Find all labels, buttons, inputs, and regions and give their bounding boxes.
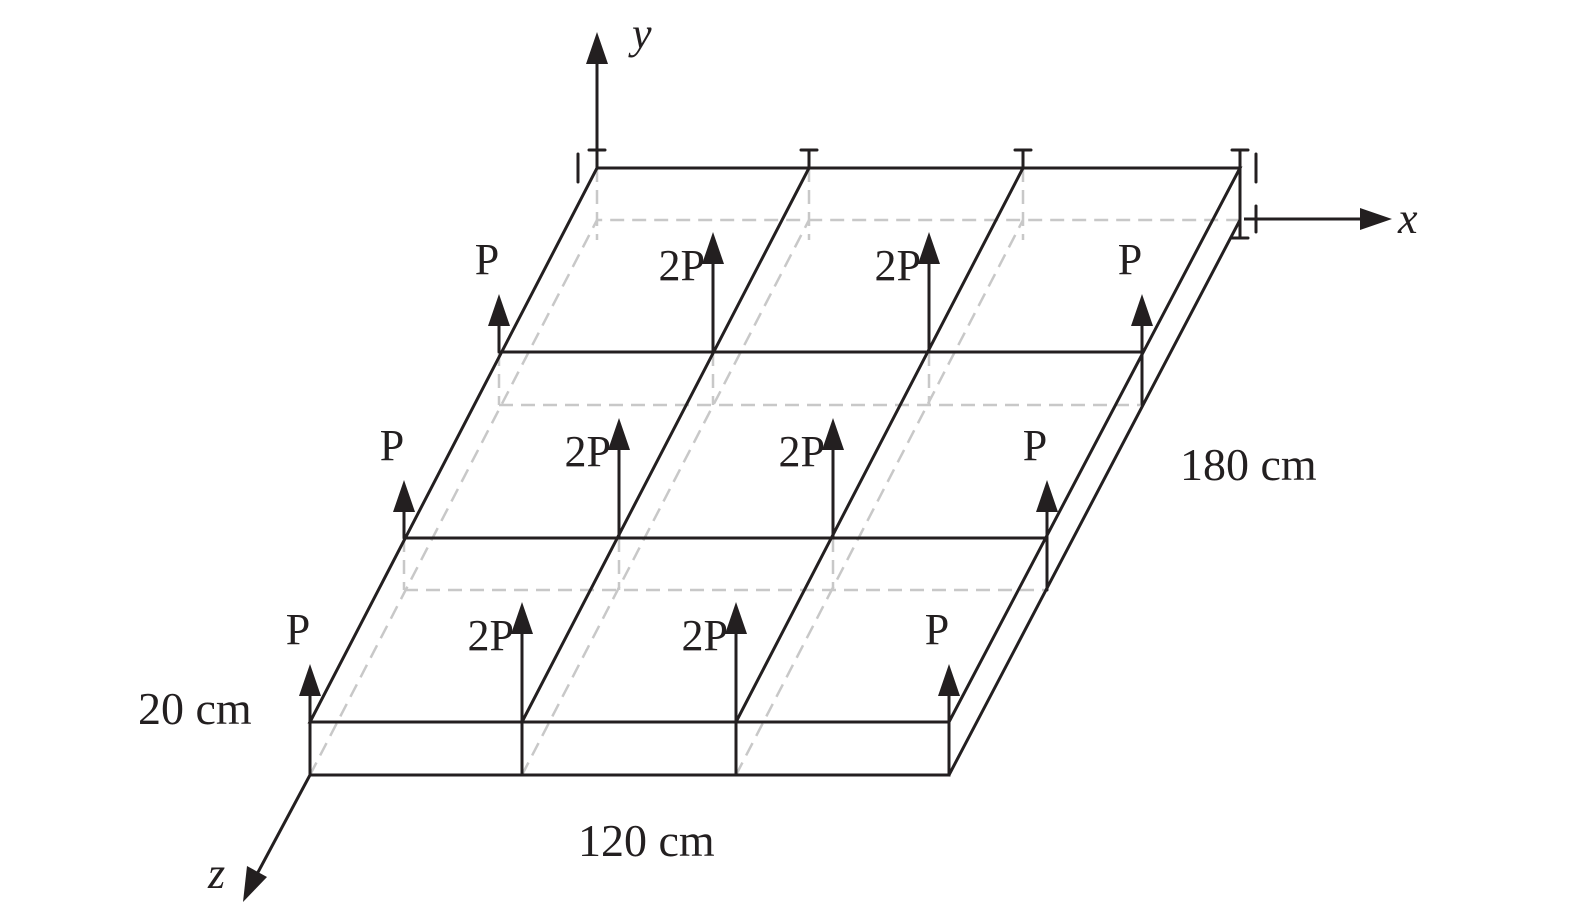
load-arrowhead [1131, 294, 1153, 326]
plate-outline [307, 166, 1243, 777]
hidden-back-bottom-edge [308, 218, 1240, 776]
load-arrowhead [702, 232, 724, 264]
z-axis-line [254, 774, 312, 877]
hidden-grid-line-z1 [520, 219, 811, 776]
axes: y x z [207, 9, 1418, 902]
load-label-2p: 2P [779, 427, 825, 476]
load-arrowhead [1036, 480, 1058, 512]
load-label-p: P [925, 605, 949, 654]
load-label-p: P [286, 605, 310, 654]
load-arrowhead [511, 602, 533, 634]
load-arrowhead [393, 480, 415, 512]
dimension-thickness-label: 20 cm [138, 683, 252, 734]
load-arrowhead [918, 232, 940, 264]
hidden-bottom-grid [308, 168, 1240, 776]
load-label-2p: 2P [468, 611, 514, 660]
load-arrowhead [938, 664, 960, 696]
dimension-labels: 120 cm 180 cm 20 cm [138, 439, 1317, 866]
z-axis-arrowhead [243, 866, 267, 902]
load-label-2p: 2P [875, 241, 921, 290]
grid-line-z2 [734, 166, 1025, 724]
load-label-p: P [1118, 235, 1142, 284]
load-arrowhead [299, 664, 321, 696]
load-label-2p: 2P [659, 241, 705, 290]
load-arrowhead [608, 418, 630, 450]
load-label-2p: 2P [565, 427, 611, 476]
plate-top-face [307, 166, 1243, 724]
load-arrows: P 2P 2P P P 2P 2P P P 2P 2P P [286, 232, 1153, 722]
load-arrowhead [488, 294, 510, 326]
load-arrowhead [822, 418, 844, 450]
y-axis-arrowhead [586, 32, 608, 64]
grid-line-z1 [520, 166, 811, 724]
load-label-p: P [475, 235, 499, 284]
load-arrowhead [725, 602, 747, 634]
load-label-p: P [1023, 421, 1047, 470]
dimension-length-label: 180 cm [1180, 439, 1317, 490]
dimension-width-label: 120 cm [578, 815, 715, 866]
hidden-grid-line-z2 [734, 219, 1025, 776]
support-marks [576, 148, 1258, 240]
load-label-2p: 2P [682, 611, 728, 660]
load-label-p: P [380, 421, 404, 470]
x-axis-arrowhead [1360, 208, 1392, 230]
y-axis-label: y [628, 9, 652, 58]
z-axis-label: z [207, 849, 225, 898]
plate-front-face [308, 720, 951, 777]
x-axis-label: x [1397, 194, 1418, 243]
